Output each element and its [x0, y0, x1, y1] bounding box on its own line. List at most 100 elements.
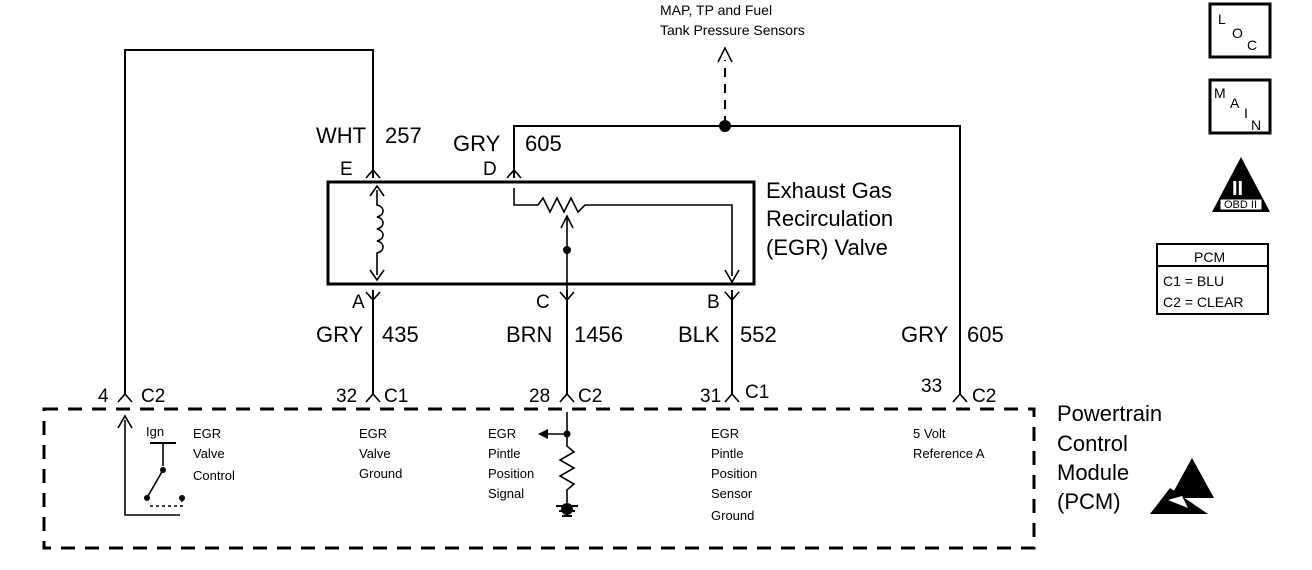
loc-badge: [1208, 2, 1272, 59]
egr-label-line-2: Recirculation: [766, 206, 893, 231]
sensor-label-line-2: Tank Pressure Sensors: [660, 22, 805, 38]
connector-legend-row-2: C2 = CLEAR: [1163, 294, 1244, 310]
valve-control-line-3: Control: [193, 468, 235, 483]
valve-ground-line-1: EGR: [359, 426, 387, 441]
pin-4-mark: [117, 392, 133, 403]
esd-warning-icon: [1170, 458, 1214, 498]
pot-wiper-arrow: [560, 214, 574, 229]
loc-letter-c: C: [1247, 37, 1257, 53]
valve-ground-line-3: Ground: [359, 466, 402, 481]
wire-wht-257: [124, 49, 374, 395]
solenoid-coil: [376, 190, 384, 275]
pcm-title-line-2: Control: [1057, 431, 1128, 456]
terminal-e: E: [340, 159, 353, 180]
pin-32: 32: [336, 386, 357, 407]
pin-4-connector: C2: [141, 386, 165, 407]
reference-line-1: 5 Volt: [913, 426, 946, 441]
wire-label-552: 552: [740, 322, 777, 347]
pull-down-resistor: [558, 440, 576, 506]
main-letter-m: M: [1214, 85, 1226, 101]
wire-label-1456: 1456: [574, 322, 623, 347]
obd-caption-bg: [1219, 198, 1263, 211]
main-letter-i: I: [1244, 105, 1248, 121]
pintle-ground-line-1: EGR: [711, 426, 739, 441]
pintle-signal-line-3: Position: [488, 466, 534, 481]
main-letter-n: N: [1251, 117, 1261, 133]
valve-ground-line-2: Valve: [359, 446, 391, 461]
sensor-arrow-head: [717, 46, 733, 63]
switch-contact-2: [144, 495, 150, 501]
wire-label-gry-a: GRY: [316, 322, 364, 347]
main-letter-a: A: [1230, 95, 1240, 111]
terminal-b: B: [707, 292, 720, 313]
pintle-ground-line-5: Ground: [711, 508, 754, 523]
wire-label-435: 435: [382, 322, 419, 347]
valve-control-wire: [124, 420, 180, 516]
wire-label-257: 257: [385, 123, 422, 148]
pin-33-mark: [952, 392, 968, 403]
pcm-outline: [42, 407, 1036, 550]
solenoid-arrow-bottom: [369, 269, 385, 282]
pin-4: 4: [98, 386, 109, 407]
connector-legend-row-1: C1 = BLU: [1163, 273, 1224, 289]
pin-31-mark: [724, 392, 740, 403]
wire-label-blk: BLK: [678, 322, 720, 347]
ground-symbol: [561, 503, 573, 515]
pot-b-arrow: [724, 269, 740, 284]
pin-28-mark: [559, 392, 575, 403]
terminal-c-mark: [559, 291, 575, 302]
egr-label-line-3: (EGR) Valve: [766, 235, 888, 260]
connector-legend-box: [1156, 243, 1269, 315]
ign-label: Ign: [146, 424, 164, 439]
pintle-pot-wiring: [513, 188, 733, 276]
valve-control-line-1: EGR: [193, 426, 221, 441]
connector-legend-title: PCM: [1194, 249, 1225, 265]
pot-wiper-dot: [563, 246, 571, 254]
sensor-label-line-1: MAP, TP and Fuel: [660, 2, 772, 18]
wire-label-605-ref: 605: [967, 322, 1004, 347]
pin-31-connector: C1: [745, 382, 769, 403]
pin-31: 31: [700, 386, 721, 407]
pin-33: 33: [921, 376, 942, 397]
pin-28-connector: C2: [578, 386, 602, 407]
pintle-ground-line-3: Position: [711, 466, 757, 481]
terminal-c: C: [536, 292, 550, 313]
egr-label-line-1: Exhaust Gas: [766, 178, 892, 203]
splice-point: [719, 120, 731, 132]
egr-valve-box: [326, 180, 756, 286]
wire-label-gry-d: GRY: [453, 131, 501, 156]
terminal-d-mark: [506, 168, 522, 179]
terminal-e-mark: [365, 168, 381, 179]
pin-32-connector: C1: [384, 386, 408, 407]
pin-33-connector: C2: [972, 386, 996, 407]
wire-label-brn: BRN: [506, 322, 552, 347]
obd-numeral: II: [1232, 178, 1243, 200]
pintle-signal-line-2: Pintle: [488, 446, 521, 461]
reference-line-2: Reference A: [913, 446, 985, 461]
switch-contact-3: [179, 495, 185, 501]
wire-gry-605-top: [513, 125, 961, 395]
switch-blade: [147, 469, 164, 497]
pintle-ground-line-2: Pintle: [711, 446, 744, 461]
pintle-ground-line-4: Sensor: [711, 486, 753, 501]
terminal-a: A: [352, 292, 365, 313]
wire-label-gry-ref: GRY: [901, 322, 949, 347]
valve-control-line-2: Valve: [193, 446, 225, 461]
wire-label-605-d: 605: [525, 131, 562, 156]
pcm-title-line-1: Powertrain: [1057, 401, 1162, 426]
switch-dotted: [150, 500, 183, 507]
pcm-title-line-4: (PCM): [1057, 489, 1121, 514]
main-badge: [1208, 78, 1272, 135]
terminal-a-mark: [365, 291, 381, 302]
loc-letter-l: L: [1218, 11, 1226, 27]
solenoid-arrow-top: [369, 184, 385, 197]
obd-ii-icon: [1212, 157, 1270, 212]
pin-28: 28: [529, 386, 550, 407]
pintle-signal-arrow: [538, 429, 548, 439]
pcm-title-line-3: Module: [1057, 460, 1129, 485]
terminal-d: D: [483, 159, 497, 180]
esd-hand-mark: [1168, 496, 1188, 508]
loc-letter-o: O: [1232, 25, 1243, 41]
wire-label-wht: WHT: [316, 123, 366, 148]
